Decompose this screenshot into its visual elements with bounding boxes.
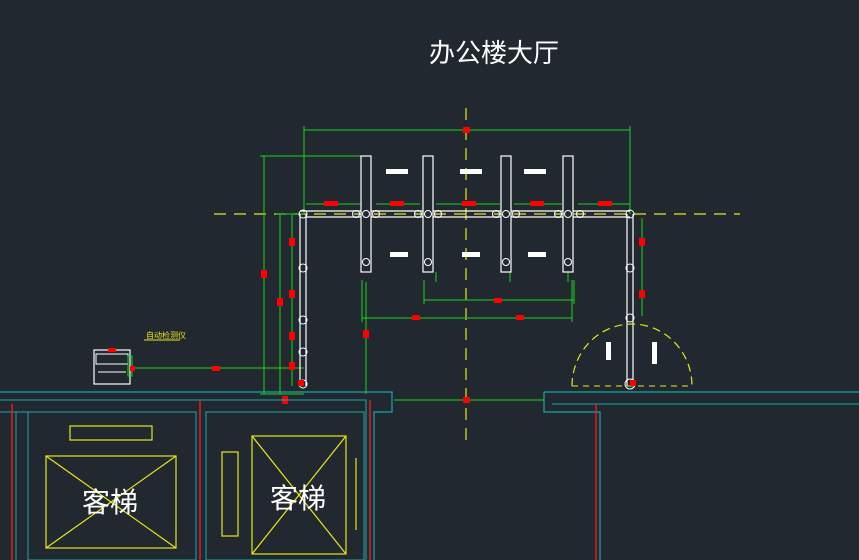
column-2	[422, 155, 434, 273]
elevator-right	[221, 435, 357, 555]
walls	[0, 391, 859, 560]
pipe-fittings	[298, 209, 636, 390]
device-label: 自动检测仪	[146, 330, 186, 340]
column-annotation-marks	[386, 169, 657, 364]
arc-zone	[571, 323, 693, 387]
column-1	[360, 155, 372, 273]
column-4	[562, 155, 574, 273]
column-3	[500, 155, 512, 273]
detector-device: 自动检测仪	[93, 330, 186, 385]
drawing-title: 办公楼大厅	[429, 39, 559, 69]
elevator-left-label: 客梯	[82, 486, 138, 519]
columns	[360, 155, 574, 273]
elevator-right-label: 客梯	[270, 482, 326, 515]
elevator-left	[45, 425, 177, 549]
